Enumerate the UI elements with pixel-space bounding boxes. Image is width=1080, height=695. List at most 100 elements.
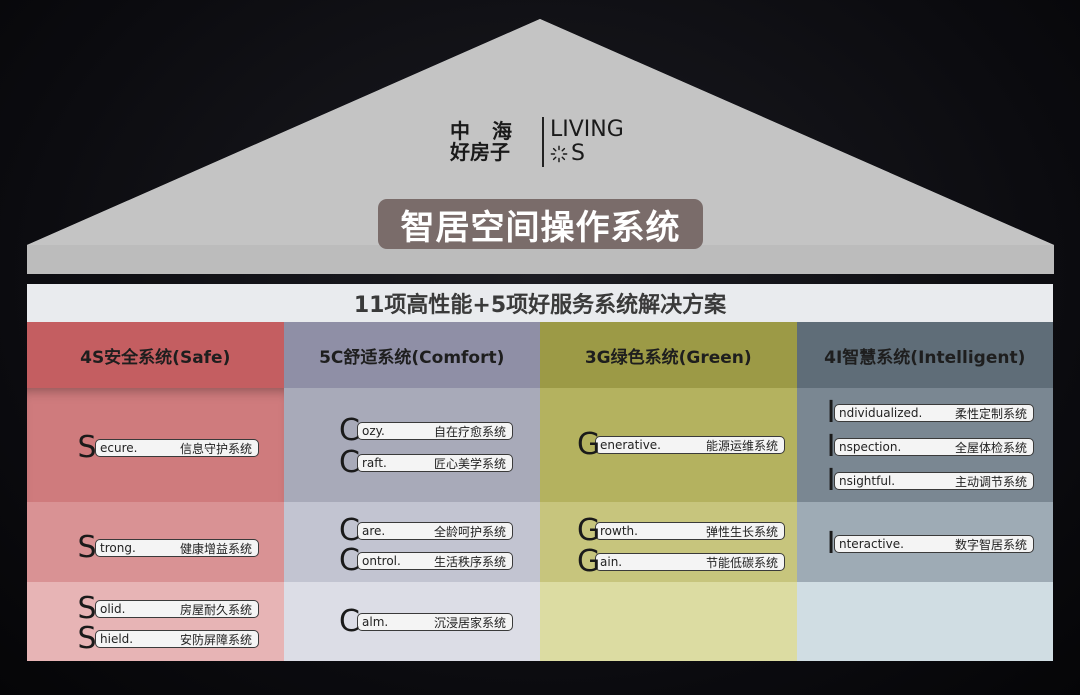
system-tag: C raft. 匠心美学系统 xyxy=(339,445,513,480)
row-3 xyxy=(540,582,797,661)
tag-letter: I xyxy=(826,395,836,430)
tag-box: ndividualized. 柔性定制系统 xyxy=(834,404,1034,422)
tag-letter: S xyxy=(77,530,97,565)
column-header: 4I智慧系统(Intelligent) xyxy=(796,322,1053,388)
sun-ring-icon xyxy=(550,145,568,163)
tag-letter: I xyxy=(826,429,836,464)
system-tag: I nsightful. 主动调节系统 xyxy=(826,463,1034,498)
tag-letter: S xyxy=(77,591,97,626)
tag-letter: I xyxy=(826,526,836,561)
logo-cn-line1: 中海 xyxy=(450,119,534,143)
tag-desc: 数字智居系统 xyxy=(954,537,1027,552)
tag-word: nsightful. xyxy=(839,474,896,488)
system-tag: S hield. 安防屏障系统 xyxy=(77,621,259,656)
column-green: 3G绿色系统(Green) xyxy=(540,322,797,661)
tag-desc: 全龄呵护系统 xyxy=(433,524,506,539)
system-tag: C ontrol. 生活秩序系统 xyxy=(339,543,513,578)
logo-en-os-text: S xyxy=(571,141,585,166)
title-banner: 智居空间操作系统 xyxy=(378,199,703,249)
tag-desc: 沉浸居家系统 xyxy=(433,615,506,630)
tag-letter: I xyxy=(826,463,836,498)
system-tag: C are. 全龄呵护系统 xyxy=(339,513,513,548)
tag-desc: 房屋耐久系统 xyxy=(179,602,252,617)
tag-desc: 主动调节系统 xyxy=(954,474,1027,489)
tag-word: rowth. xyxy=(600,524,638,538)
row-1 xyxy=(283,388,540,502)
tag-word: nspection. xyxy=(839,440,902,454)
tag-desc: 生活秩序系统 xyxy=(433,554,506,569)
column-header: 5C舒适系统(Comfort) xyxy=(283,322,540,388)
tag-word: alm. xyxy=(362,615,389,629)
tag-box: alm. 沉浸居家系统 xyxy=(357,613,513,631)
tag-box: ontrol. 生活秩序系统 xyxy=(357,552,513,570)
system-tag: C ozy. 自在疗愈系统 xyxy=(339,413,513,448)
tag-letter: S xyxy=(77,621,97,656)
tag-desc: 安防屏障系统 xyxy=(179,632,252,647)
tag-word: trong. xyxy=(100,541,136,555)
tag-word: raft. xyxy=(362,456,387,470)
subtitle-banner: 11项高性能+5项好服务系统解决方案 xyxy=(27,284,1053,322)
tag-box: olid. 房屋耐久系统 xyxy=(95,600,259,618)
system-tag: S olid. 房屋耐久系统 xyxy=(77,591,259,626)
system-tag: G rowth. 弹性生长系统 xyxy=(577,513,785,548)
tag-letter: C xyxy=(339,604,360,639)
row-2 xyxy=(283,502,540,582)
tag-box: ecure. 信息守护系统 xyxy=(95,439,259,457)
tag-desc: 健康增益系统 xyxy=(179,541,252,556)
tag-box: are. 全龄呵护系统 xyxy=(357,522,513,540)
tag-word: nteractive. xyxy=(839,537,904,551)
logo-en-line1: LIVING xyxy=(550,116,624,142)
tag-desc: 能源运维系统 xyxy=(705,438,778,453)
logo-chinese: 中海 好房子 xyxy=(450,121,534,163)
logo-cn-line2: 好房子 xyxy=(450,140,510,164)
tag-word: ain. xyxy=(600,555,623,569)
system-tag: S ecure. 信息守护系统 xyxy=(77,430,259,465)
tag-desc: 自在疗愈系统 xyxy=(433,424,506,439)
tag-letter: C xyxy=(339,445,360,480)
tag-box: nspection. 全屋体检系统 xyxy=(834,438,1034,456)
tag-desc: 弹性生长系统 xyxy=(705,524,778,539)
system-tag: G ain. 节能低碳系统 xyxy=(577,544,785,579)
system-tag: C alm. 沉浸居家系统 xyxy=(339,604,513,639)
tag-letter: S xyxy=(77,430,97,465)
tag-word: hield. xyxy=(100,632,134,646)
tag-box: trong. 健康增益系统 xyxy=(95,539,259,557)
tag-box: nsightful. 主动调节系统 xyxy=(834,472,1034,490)
tag-box: hield. 安防屏障系统 xyxy=(95,630,259,648)
system-columns: 4S安全系统(Safe) 5C舒适系统(Comfort) 3G绿色系统(Gree… xyxy=(27,322,1053,661)
system-tag: I ndividualized. 柔性定制系统 xyxy=(826,395,1034,430)
system-tag: I nteractive. 数字智居系统 xyxy=(826,526,1034,561)
tag-box: nteractive. 数字智居系统 xyxy=(834,535,1034,553)
tag-desc: 节能低碳系统 xyxy=(705,555,778,570)
tag-word: enerative. xyxy=(600,438,661,452)
column-header: 4S安全系统(Safe) xyxy=(27,322,284,388)
tag-box: ain. 节能低碳系统 xyxy=(595,553,785,571)
tag-desc: 柔性定制系统 xyxy=(954,406,1027,421)
tag-letter: G xyxy=(577,544,601,579)
logo-english: LIVING S xyxy=(550,116,624,166)
tag-letter: G xyxy=(577,427,601,462)
tag-word: ecure. xyxy=(100,441,138,455)
tag-word: ndividualized. xyxy=(839,406,923,420)
tag-letter: C xyxy=(339,543,360,578)
brand-logo: 中海 好房子 LIVING S xyxy=(450,116,624,168)
tag-letter: C xyxy=(339,513,360,548)
tag-desc: 匠心美学系统 xyxy=(433,456,506,471)
system-tag: S trong. 健康增益系统 xyxy=(77,530,259,565)
tag-word: olid. xyxy=(100,602,126,616)
tag-box: raft. 匠心美学系统 xyxy=(357,454,513,472)
logo-en-line2: S xyxy=(550,141,624,166)
tag-letter: G xyxy=(577,513,601,548)
system-tag: G enerative. 能源运维系统 xyxy=(577,427,785,462)
column-header: 3G绿色系统(Green) xyxy=(540,322,797,388)
tag-desc: 全屋体检系统 xyxy=(954,440,1027,455)
tag-box: rowth. 弹性生长系统 xyxy=(595,522,785,540)
row-3 xyxy=(796,582,1053,661)
tag-desc: 信息守护系统 xyxy=(179,441,252,456)
tag-word: ontrol. xyxy=(362,554,401,568)
row-3 xyxy=(27,582,284,661)
tag-box: ozy. 自在疗愈系统 xyxy=(357,422,513,440)
tag-letter: C xyxy=(339,413,360,448)
tag-word: ozy. xyxy=(362,424,385,438)
